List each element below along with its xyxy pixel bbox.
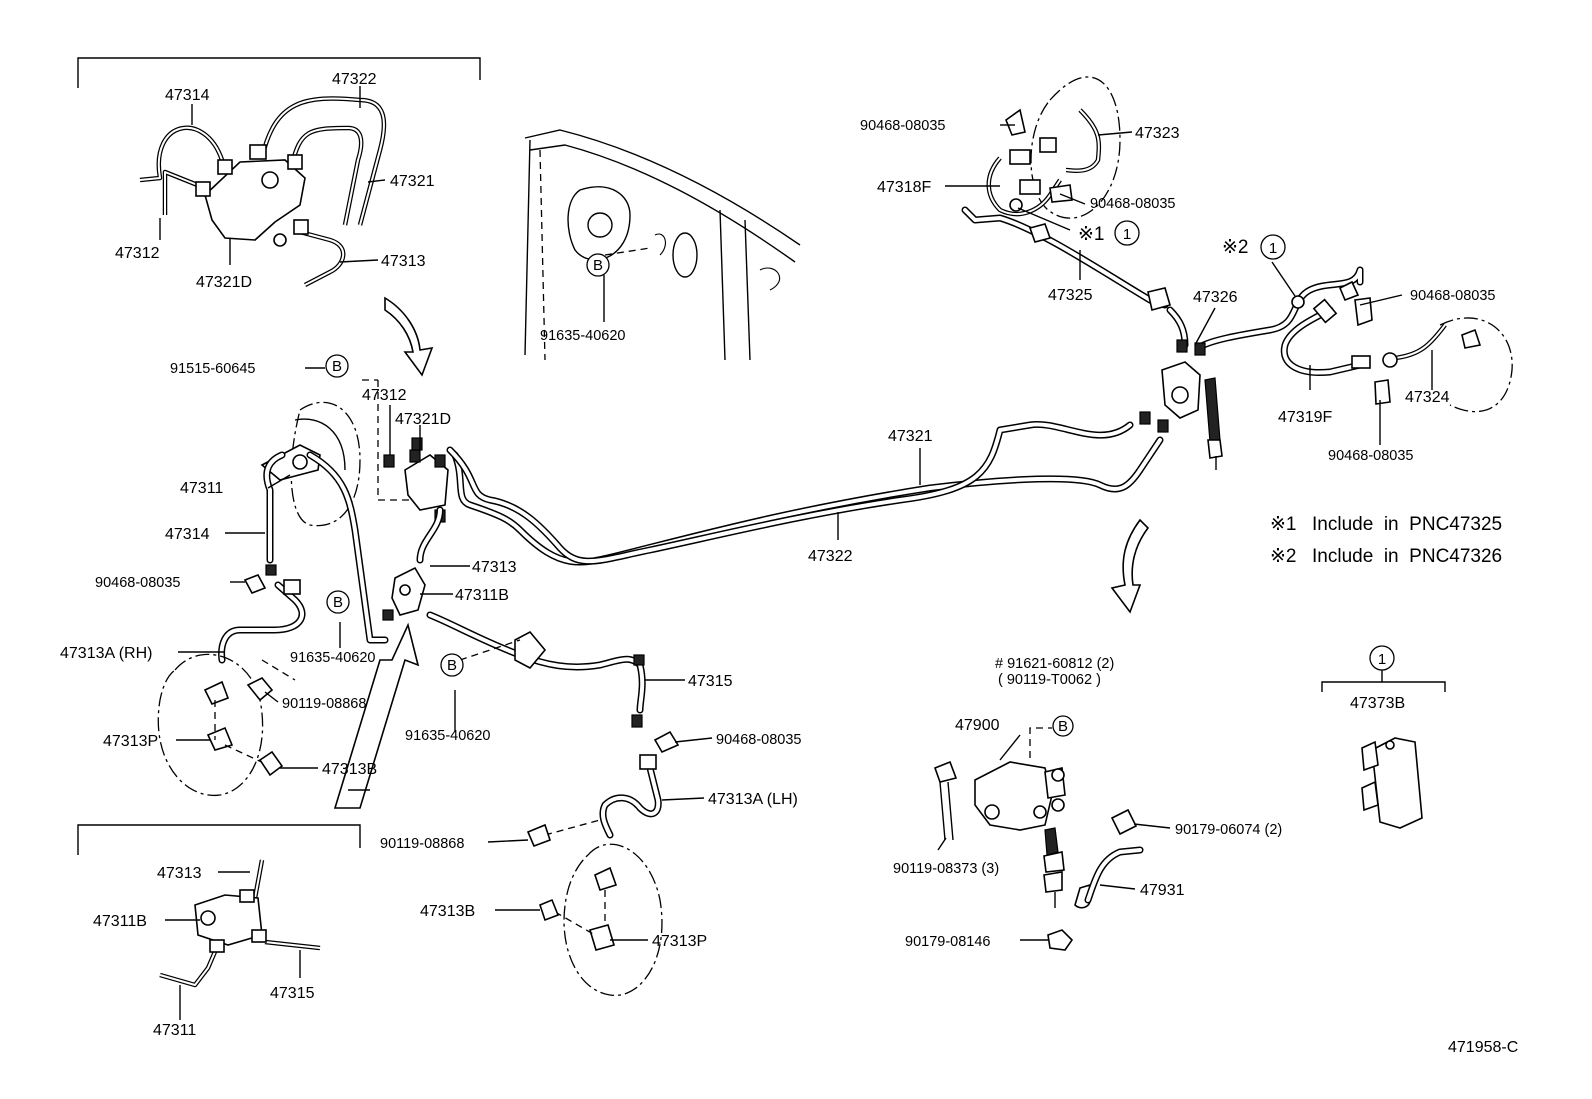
notes-block: ※1 Include in PNC47325 ※2 Include in PNC… (1270, 514, 1502, 567)
label-47311-inset: 47311 (153, 1022, 196, 1039)
label-91635-left: 91635-40620 (290, 650, 375, 666)
label-47315: 47315 (688, 673, 733, 690)
label-47318F: 47318F (877, 179, 931, 196)
label-47311B-inset: 47311B (93, 913, 147, 930)
label-47313P-lh: 47313P (652, 933, 707, 950)
valve-detail (933, 727, 1144, 951)
callout-one-ref2: ※2 1 (1222, 234, 1286, 260)
label-47321D-top: 47321D (196, 274, 252, 291)
label-47931: 47931 (1140, 882, 1185, 899)
label-90179-06074: 90179-06074 (2) (1175, 822, 1282, 838)
callout-b-engine: B (586, 253, 610, 277)
svg-text:※2: ※2 (1222, 237, 1249, 258)
bracket-detail-frame (1321, 681, 1446, 692)
part-labels: 47314 47322 47321 47312 47321D 47313 916… (60, 71, 1518, 1056)
label-90179-08146: 90179-08146 (905, 934, 990, 950)
label-47321D-mid: 47321D (395, 411, 451, 428)
note-1-mark: ※1 (1270, 514, 1297, 535)
label-90468-r2: 90468-08035 (1090, 196, 1175, 212)
svg-text:B: B (333, 594, 343, 611)
inset-bottom-left-bracket (77, 824, 361, 855)
note-1-text: Include in PNC47325 (1312, 514, 1502, 535)
label-47314-top: 47314 (165, 87, 210, 104)
leader-lines (159, 86, 1433, 1020)
label-47322-center: 47322 (808, 548, 853, 565)
svg-text:B: B (332, 358, 342, 375)
label-47321-top: 47321 (390, 173, 435, 190)
label-47326: 47326 (1193, 289, 1238, 306)
label-47314-mid: 47314 (165, 526, 210, 543)
inset-bottom-left (77, 824, 361, 988)
svg-text:B: B (593, 257, 603, 274)
label-91635-mid: 91635-40620 (405, 728, 490, 744)
callout-b-left: B (326, 590, 350, 614)
label-91635-engine: 91635-40620 (540, 328, 625, 344)
label-47313B-rh: 47313B (322, 761, 377, 778)
label-47313B-lh: 47313B (420, 903, 475, 920)
svg-text:1: 1 (1123, 226, 1131, 243)
arrow-to-master (384, 296, 434, 377)
label-47373B: 47373B (1350, 695, 1405, 712)
label-47313-mid: 47313 (472, 559, 517, 576)
label-47321-center: 47321 (888, 428, 933, 445)
label-valve-part: # 91621-60812 (2) (995, 656, 1114, 672)
note-2-mark: ※2 (1270, 546, 1297, 567)
label-90468-r3: 90468-08035 (1410, 288, 1495, 304)
label-47323: 47323 (1135, 125, 1180, 142)
label-47312-top: 47312 (115, 245, 160, 262)
master-cylinder-main (260, 379, 449, 644)
label-90119-lh: 90119-08868 (380, 836, 464, 852)
label-47315-inset: 47315 (270, 985, 315, 1002)
label-valve-alt: ( 90119-T0062 ) (998, 672, 1101, 688)
drawing-id: 471958-C (1448, 1039, 1518, 1056)
proportioning-valve-rear (1139, 361, 1223, 470)
label-47312-mid: 47312 (362, 387, 407, 404)
label-90468-left: 90468-08035 (95, 575, 180, 591)
label-47322-top: 47322 (332, 71, 377, 88)
arrow-to-valve (1110, 518, 1150, 614)
label-47313A-LH: 47313A (LH) (708, 791, 798, 808)
label-90119-rh: 90119-08868 (282, 696, 366, 712)
main-brake-line (446, 420, 1164, 566)
engine-bay-view (524, 129, 801, 361)
svg-text:B: B (447, 657, 457, 674)
bracket-detail (1321, 670, 1446, 829)
svg-text:※1: ※1 (1078, 224, 1105, 245)
svg-text:1: 1 (1378, 651, 1386, 668)
svg-text:1: 1 (1269, 240, 1277, 257)
label-47325: 47325 (1048, 287, 1093, 304)
label-90468-r4: 90468-08035 (1328, 448, 1413, 464)
arrow-up (333, 622, 420, 809)
label-90119-08373: 90119-08373 (3) (893, 861, 999, 877)
label-47313A-RH: 47313A (RH) (60, 645, 153, 662)
label-90468-mid: 90468-08035 (716, 732, 801, 748)
callout-b-valve: B (1052, 715, 1074, 737)
label-90468-r1: 90468-08035 (860, 118, 945, 134)
label-47313P-rh: 47313P (103, 733, 158, 750)
callout-one-bracket: 1 (1369, 645, 1395, 671)
rh-wheel-lines (157, 574, 306, 797)
label-47313-inset: 47313 (157, 865, 202, 882)
callout-one-ref1: ※1 1 (1078, 220, 1140, 246)
svg-text:B: B (1058, 718, 1068, 735)
callout-b-mid: B (440, 653, 464, 677)
label-47319F: 47319F (1278, 409, 1332, 426)
inset-top-left (77, 57, 481, 287)
rear-lines (961, 76, 1513, 413)
label-91515: 91515-60645 (170, 361, 255, 377)
label-47311B-mid: 47311B (455, 587, 509, 604)
callout-b-91515: B (325, 354, 349, 378)
label-47900: 47900 (955, 717, 1000, 734)
lh-wheel-lines (426, 611, 680, 996)
label-47311-mid: 47311 (180, 480, 223, 497)
inset-top-left-bracket (77, 57, 481, 88)
note-2-text: Include in PNC47326 (1312, 546, 1502, 567)
label-47324: 47324 (1405, 389, 1450, 406)
label-47313-top: 47313 (381, 253, 426, 270)
